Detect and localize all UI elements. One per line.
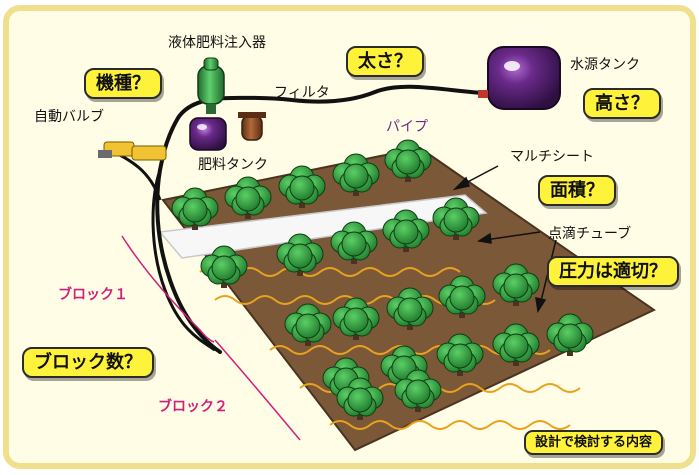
tree	[330, 221, 378, 264]
label-filter: フィルタ	[274, 85, 330, 101]
tree	[332, 153, 380, 196]
branch-pipe-1	[151, 169, 216, 352]
block1-bracket	[121, 235, 215, 343]
injector-top	[203, 57, 219, 71]
label-pipe: パイプ	[386, 119, 428, 135]
question-pressure: 圧力は適切？	[547, 256, 679, 287]
leader-arrows	[452, 165, 557, 314]
tree	[224, 176, 272, 219]
auto-valves	[98, 141, 167, 161]
tree	[386, 287, 434, 330]
tree	[332, 297, 380, 340]
tree	[432, 197, 480, 240]
tree	[492, 263, 540, 306]
label-block-2: ブロック２	[158, 399, 228, 415]
fertilizer-injector	[197, 65, 225, 105]
tree	[336, 377, 384, 420]
tree	[492, 323, 540, 366]
label-mulch-sheet: マルチシート	[510, 149, 594, 165]
tree	[276, 233, 324, 276]
question-thickness: 太さ？	[346, 46, 424, 77]
tree	[436, 333, 484, 376]
question-block-count: ブロック数？	[22, 347, 154, 378]
filter	[241, 115, 263, 141]
label-auto-valve: 自動バルブ	[34, 109, 104, 125]
question-area: 面積？	[538, 175, 616, 206]
question-model: 機種？	[84, 68, 162, 99]
tank-valve	[478, 90, 488, 98]
tree	[171, 187, 219, 230]
tree	[200, 245, 248, 288]
question-height: 高さ？	[583, 88, 661, 119]
tree	[438, 275, 486, 318]
water-tank	[487, 46, 561, 110]
label-block-1: ブロック１	[58, 287, 128, 303]
tree	[382, 209, 430, 252]
legend-box: 設計で検討する内容	[524, 430, 664, 455]
tree	[284, 303, 332, 346]
label-drip-tube: 点滴チューブ	[548, 226, 632, 242]
water-tank-highlight	[504, 61, 520, 71]
block2-bracket	[214, 339, 301, 441]
tree	[394, 369, 442, 412]
injector-stem	[206, 104, 216, 114]
tree-group	[171, 139, 594, 420]
tree	[278, 165, 326, 208]
tree	[546, 313, 594, 356]
tree	[384, 139, 432, 182]
fertilizer-tank-highlight	[197, 124, 207, 130]
label-water-tank: 水源タンク	[570, 57, 640, 73]
filter-cap	[238, 112, 266, 118]
label-fertilizer-tank: 肥料タンク	[198, 157, 268, 173]
label-fertilizer-injector: 液体肥料注入器	[168, 35, 266, 51]
fertilizer-tank	[189, 117, 227, 151]
